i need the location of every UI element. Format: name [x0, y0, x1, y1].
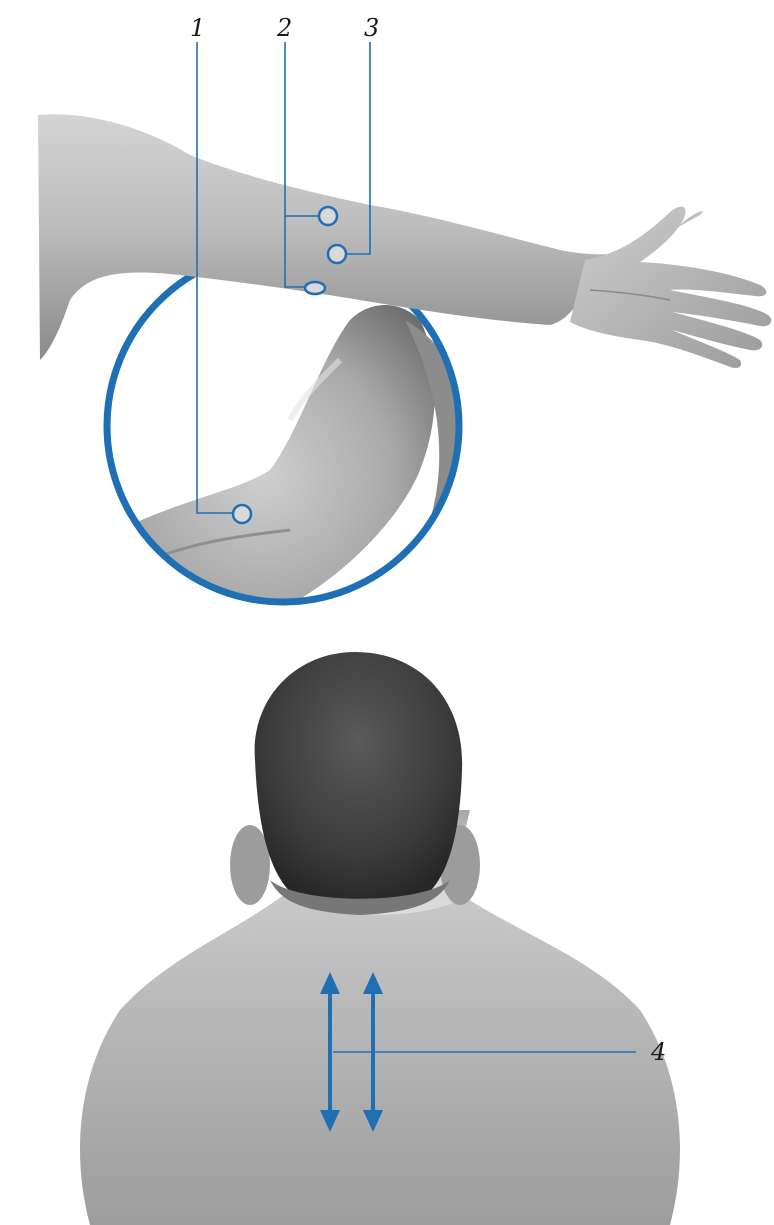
marker-2-upper — [319, 207, 337, 225]
callout-label-1: 1 — [190, 14, 205, 42]
marker-2-lower — [305, 282, 325, 294]
marker-3 — [328, 245, 346, 263]
head-and-back — [80, 652, 680, 1225]
callout-label-4: 4 — [650, 1038, 666, 1066]
callout-label-3: 3 — [364, 14, 379, 42]
marker-1 — [233, 505, 251, 523]
callout-label-2: 2 — [276, 14, 292, 42]
